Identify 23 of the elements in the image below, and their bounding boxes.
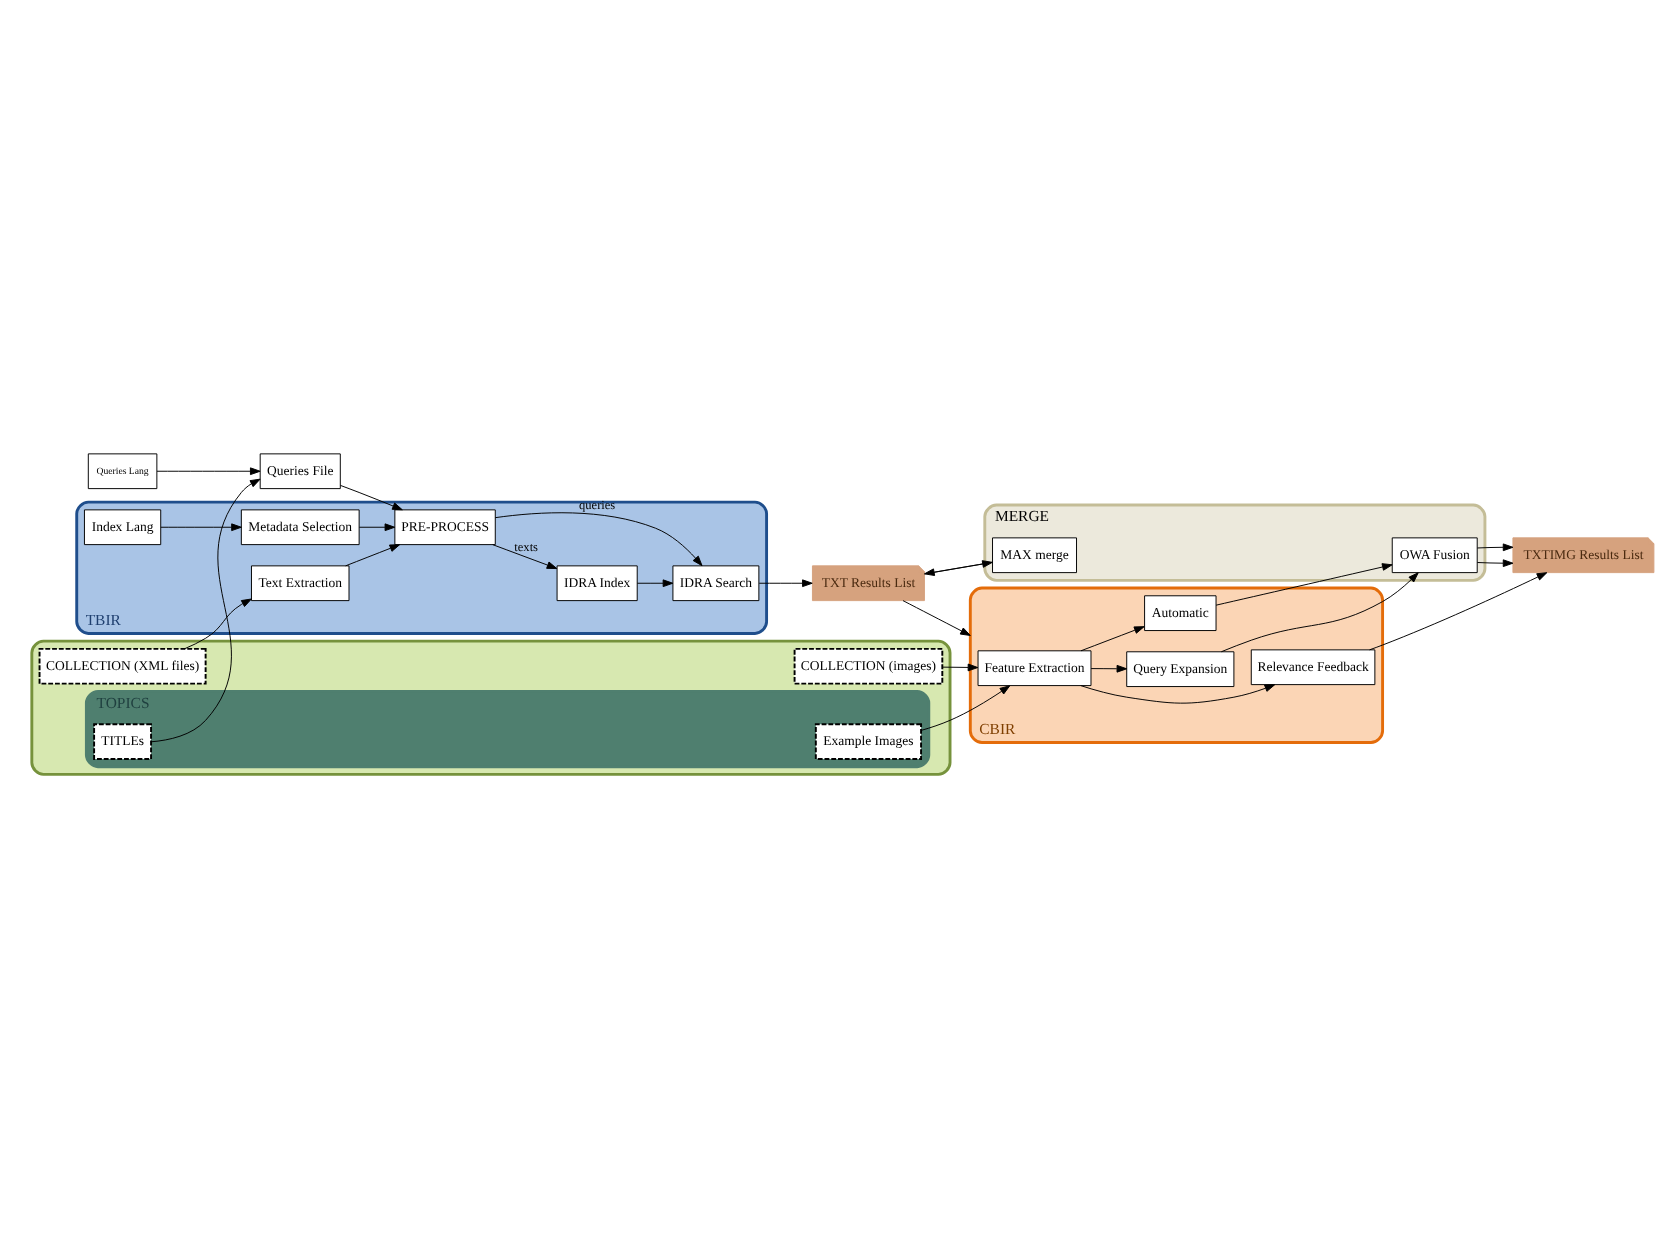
arrow	[1215, 563, 1393, 606]
arrow	[1080, 684, 1276, 704]
arrow	[1080, 626, 1145, 652]
cluster	[30, 639, 952, 776]
arrow	[494, 512, 703, 567]
arrow	[758, 579, 813, 588]
arrow	[160, 523, 242, 532]
arrow	[340, 484, 403, 511]
arrow	[150, 478, 261, 743]
arrow	[358, 523, 396, 532]
arrow	[1369, 572, 1548, 651]
arrow	[345, 544, 401, 567]
arrow	[636, 579, 674, 588]
arrow	[1476, 543, 1514, 552]
arrow	[941, 663, 979, 672]
arrow	[1090, 664, 1128, 673]
arrow	[920, 685, 1011, 731]
arrow	[156, 467, 261, 476]
arrow	[1476, 559, 1514, 568]
arrow	[1220, 572, 1419, 653]
arrow	[184, 598, 252, 650]
arrow	[492, 544, 558, 570]
arrow	[902, 600, 971, 636]
